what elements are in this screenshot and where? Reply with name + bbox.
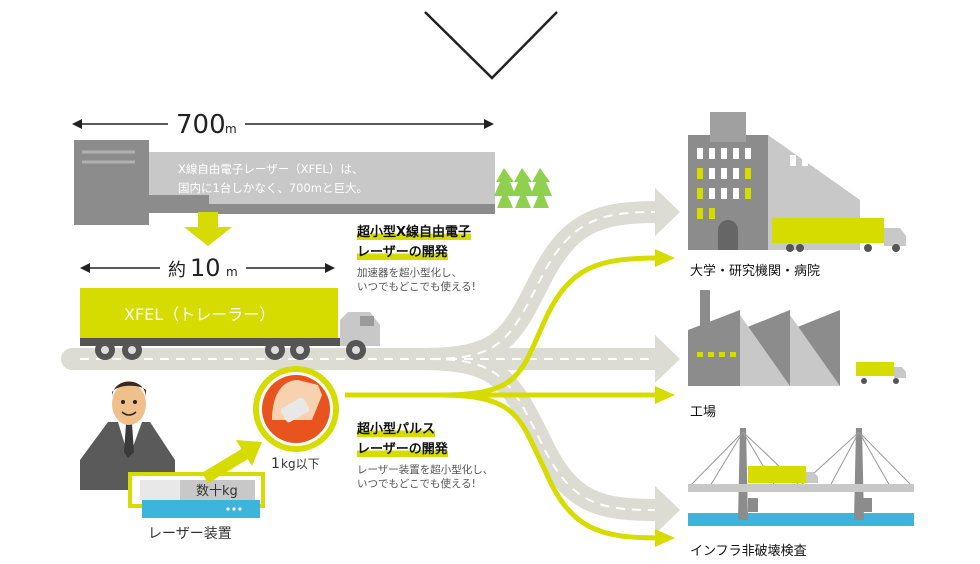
length-700-unit: m — [225, 122, 237, 136]
destination-infrastructure-label: インフラ非破壊検査 — [690, 544, 807, 559]
pulse-callout-title-line1: 超小型パルス — [357, 422, 436, 437]
destination-university-label: 大学・研究機関・病院 — [690, 264, 821, 279]
truck-label: XFEL（トレーラー） — [124, 305, 275, 324]
bridge-icon — [688, 428, 914, 526]
small-weight-unit: kg以下 — [281, 457, 320, 471]
down-chevron-icon — [424, 11, 558, 80]
small-weight-value: 1 — [271, 456, 280, 472]
xfel-callout-title-line1: 超小型X線自由電子 — [357, 225, 472, 240]
length-700-value: 700 — [176, 110, 226, 140]
xfel-callout-body-line2: いつでもどこでも使える! — [357, 281, 476, 293]
destination-factory-label: 工場 — [690, 405, 717, 420]
laser-device-label: レーザー装置 — [148, 526, 232, 542]
down-arrow — [184, 212, 232, 246]
arrow-head-infrastructure — [655, 529, 675, 547]
length-10-unit: m — [226, 265, 238, 279]
pulse-callout-body-line1: レーザー装置を超小型化し、 — [357, 464, 494, 476]
facility-description-line1: X線自由電子レーザー（XFEL）は、 — [178, 162, 363, 176]
facility-description-line2: 国内に1台しかなく、700mと巨大。 — [178, 181, 368, 195]
xfel-callout-title-line2: レーザーの開発 — [357, 245, 448, 260]
university-icon — [688, 112, 906, 252]
arrow-head-university — [655, 249, 675, 267]
tree-icons — [494, 168, 552, 208]
dimension-10m — [80, 263, 335, 273]
pulse-callout-title-line2: レーザーの開発 — [357, 442, 448, 457]
xfel-facility-building — [74, 140, 495, 225]
arrow-head-factory — [655, 386, 675, 404]
shrink-arrow — [201, 440, 262, 484]
length-10-value: 10 — [190, 254, 221, 282]
pulse-callout: 超小型パルス レーザーの開発 レーザー装置を超小型化し、 いつでもどこでも使える… — [357, 419, 493, 491]
length-10-prefix: 約 — [168, 260, 186, 281]
handheld-laser-badge — [253, 366, 339, 452]
dimension-700m — [72, 119, 494, 129]
xfel-truck — [80, 288, 380, 360]
pulse-callout-body-line2: いつでもどこでも使える! — [357, 478, 476, 490]
xfel-callout-body-line1: 加速器を超小型化し、 — [357, 267, 462, 279]
factory-icon — [688, 290, 906, 386]
laser-device-large — [128, 472, 265, 518]
pulse-laser-arrows — [345, 255, 661, 541]
xfel-callout: 超小型X線自由電子 レーザーの開発 加速器を超小型化し、 いつでもどこでも使える… — [357, 222, 476, 294]
road-network — [61, 188, 680, 534]
laser-weight-label: 数十kg — [196, 484, 238, 499]
